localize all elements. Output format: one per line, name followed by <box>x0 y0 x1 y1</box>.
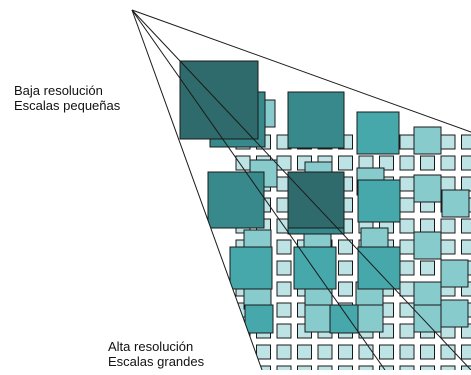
tile-level5 <box>400 219 414 233</box>
tile-level5 <box>277 282 291 296</box>
tile-level5 <box>400 261 414 275</box>
tile-level4 <box>356 305 383 332</box>
tile-level1 <box>288 172 344 228</box>
tile-level3 <box>245 305 273 333</box>
tile-level4 <box>441 300 468 327</box>
tile-level5 <box>462 156 471 170</box>
tile-level3 <box>358 180 400 222</box>
high-resolution-label: Alta resolución Escalas grandes <box>108 339 204 369</box>
tile-level5 <box>359 345 373 359</box>
tile-level2 <box>208 172 264 228</box>
low-resolution-line1: Baja resolución <box>14 83 120 98</box>
tile-level3 <box>358 247 400 289</box>
tile-level5 <box>257 345 271 359</box>
tile-level5 <box>421 219 435 233</box>
tile-level2 <box>288 92 344 148</box>
tile-level3 <box>330 305 358 333</box>
tile-level5 <box>277 303 291 317</box>
tile-level3 <box>230 247 272 289</box>
tile-level5 <box>421 261 435 275</box>
tile-level5 <box>257 366 271 370</box>
low-resolution-line2: Escalas pequeñas <box>14 98 120 113</box>
high-resolution-line1: Alta resolución <box>108 339 204 354</box>
tile-level5 <box>400 198 414 212</box>
tile-level5 <box>400 324 414 338</box>
tile-level5 <box>421 156 435 170</box>
tile-level5 <box>400 282 414 296</box>
tile-level5 <box>441 177 455 191</box>
tile-level4 <box>414 175 441 202</box>
tile-level5 <box>462 240 471 254</box>
tile-level4 <box>414 232 441 259</box>
tile-level5 <box>277 240 291 254</box>
tile-level5 <box>441 156 455 170</box>
tile-level5 <box>400 156 414 170</box>
tile-level5 <box>462 135 471 149</box>
tile-level5 <box>277 324 291 338</box>
tile-level5 <box>462 219 471 233</box>
tile-level5 <box>339 282 353 296</box>
tile-level5 <box>400 366 414 370</box>
tile-level3 <box>294 247 336 289</box>
tile-level5 <box>462 345 471 359</box>
tile-level5 <box>236 366 250 370</box>
tile-level4 <box>441 260 468 287</box>
tile-level5 <box>277 156 291 170</box>
tile-level4 <box>414 305 441 332</box>
tile-level4 <box>442 190 469 217</box>
tile-level5 <box>441 240 455 254</box>
tile-level4 <box>305 305 332 332</box>
tile-level5 <box>298 366 312 370</box>
tile-level4 <box>414 127 441 154</box>
tile-level5 <box>441 219 455 233</box>
tile-level5 <box>441 135 455 149</box>
tile-level5 <box>462 177 471 191</box>
tile-level5 <box>277 345 291 359</box>
tile-level5 <box>421 366 435 370</box>
tile-level5 <box>318 345 332 359</box>
tile-level5 <box>339 156 353 170</box>
low-resolution-label: Baja resolución Escalas pequeñas <box>14 83 120 113</box>
tile-level5 <box>400 135 414 149</box>
tile-level5 <box>400 240 414 254</box>
tile-level3 <box>357 112 399 154</box>
tile-level5 <box>298 345 312 359</box>
tile-level5 <box>441 366 455 370</box>
tile-level5 <box>359 366 373 370</box>
high-resolution-line2: Escalas grandes <box>108 354 204 369</box>
tile-level5 <box>236 345 250 359</box>
tile-level5 <box>339 345 353 359</box>
tile-level5 <box>400 177 414 191</box>
tile-level5 <box>339 261 353 275</box>
tile-level5 <box>400 345 414 359</box>
tile-level5 <box>421 345 435 359</box>
tile-level5 <box>277 366 291 370</box>
tile-level5 <box>441 345 455 359</box>
tile-level5 <box>277 261 291 275</box>
tile-level5 <box>318 366 332 370</box>
tile-level5 <box>380 366 394 370</box>
tile-level5 <box>339 366 353 370</box>
tile-level5 <box>400 303 414 317</box>
tile-level5 <box>380 345 394 359</box>
